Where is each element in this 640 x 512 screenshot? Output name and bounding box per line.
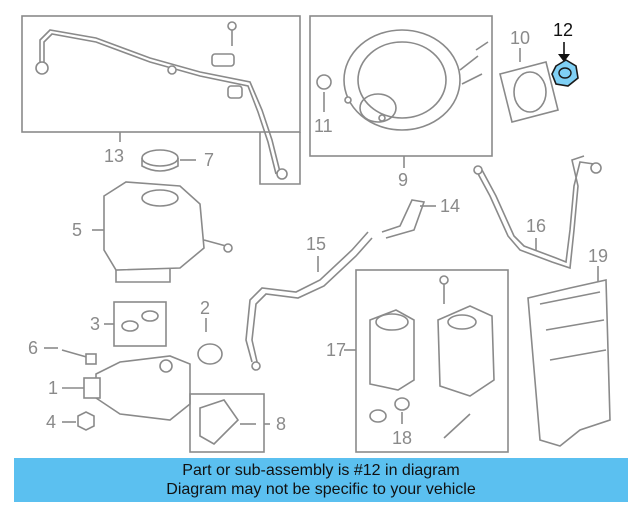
hose-part-15: 15 <box>245 231 373 371</box>
grommet-part-3: 3 <box>90 301 167 347</box>
callout-10: 10 <box>510 28 530 48</box>
brake-booster-group-9: 11 9 <box>309 15 493 190</box>
callout-11: 11 <box>314 116 333 136</box>
bolt-part-6: 6 <box>28 338 97 365</box>
hose-part-16: 16 <box>473 155 602 270</box>
callout-7: 7 <box>204 150 214 170</box>
callout-3: 3 <box>90 314 100 334</box>
callout-13: 13 <box>104 146 124 166</box>
banner-line-2: Diagram may not be specific to your vehi… <box>166 481 476 498</box>
callout-19: 19 <box>588 246 608 266</box>
banner-line-1: Part or sub-assembly is #12 in diagram <box>182 462 460 479</box>
callout-15: 15 <box>306 234 326 254</box>
master-cylinder-part-1: 1 <box>48 355 191 421</box>
hose-part-14: 14 <box>381 196 460 239</box>
part-info-banner: Part or sub-assembly is #12 in diagram D… <box>14 458 628 502</box>
callout-16: 16 <box>526 216 546 236</box>
callout-18: 18 <box>392 428 412 448</box>
callout-6: 6 <box>28 338 38 358</box>
callout-2: 2 <box>200 298 210 318</box>
nut-part-4: 4 <box>46 411 95 432</box>
o-ring-part-2: 2 <box>197 298 223 365</box>
callout-14: 14 <box>440 196 460 216</box>
callout-9: 9 <box>398 170 408 190</box>
parts-diagram: 13 11 9 10 12 7 <box>21 15 611 453</box>
gasket-part-10: 10 <box>499 28 559 123</box>
shield-part-19: 19 <box>527 246 611 447</box>
callout-8: 8 <box>276 414 286 434</box>
reservoir-cap-part-7: 7 <box>141 149 214 172</box>
callout-17: 17 <box>326 340 346 360</box>
callout-5: 5 <box>72 220 82 240</box>
highlighted-part-12: 12 <box>551 20 579 87</box>
callout-12: 12 <box>553 20 573 40</box>
abs-module-group-17: 17 18 <box>326 269 509 453</box>
callout-4: 4 <box>46 412 56 432</box>
bracket-part-8: 8 <box>189 393 286 453</box>
callout-1: 1 <box>48 378 58 398</box>
brake-line-group-13: 13 <box>21 15 301 185</box>
reservoir-part-5: 5 <box>72 181 233 283</box>
